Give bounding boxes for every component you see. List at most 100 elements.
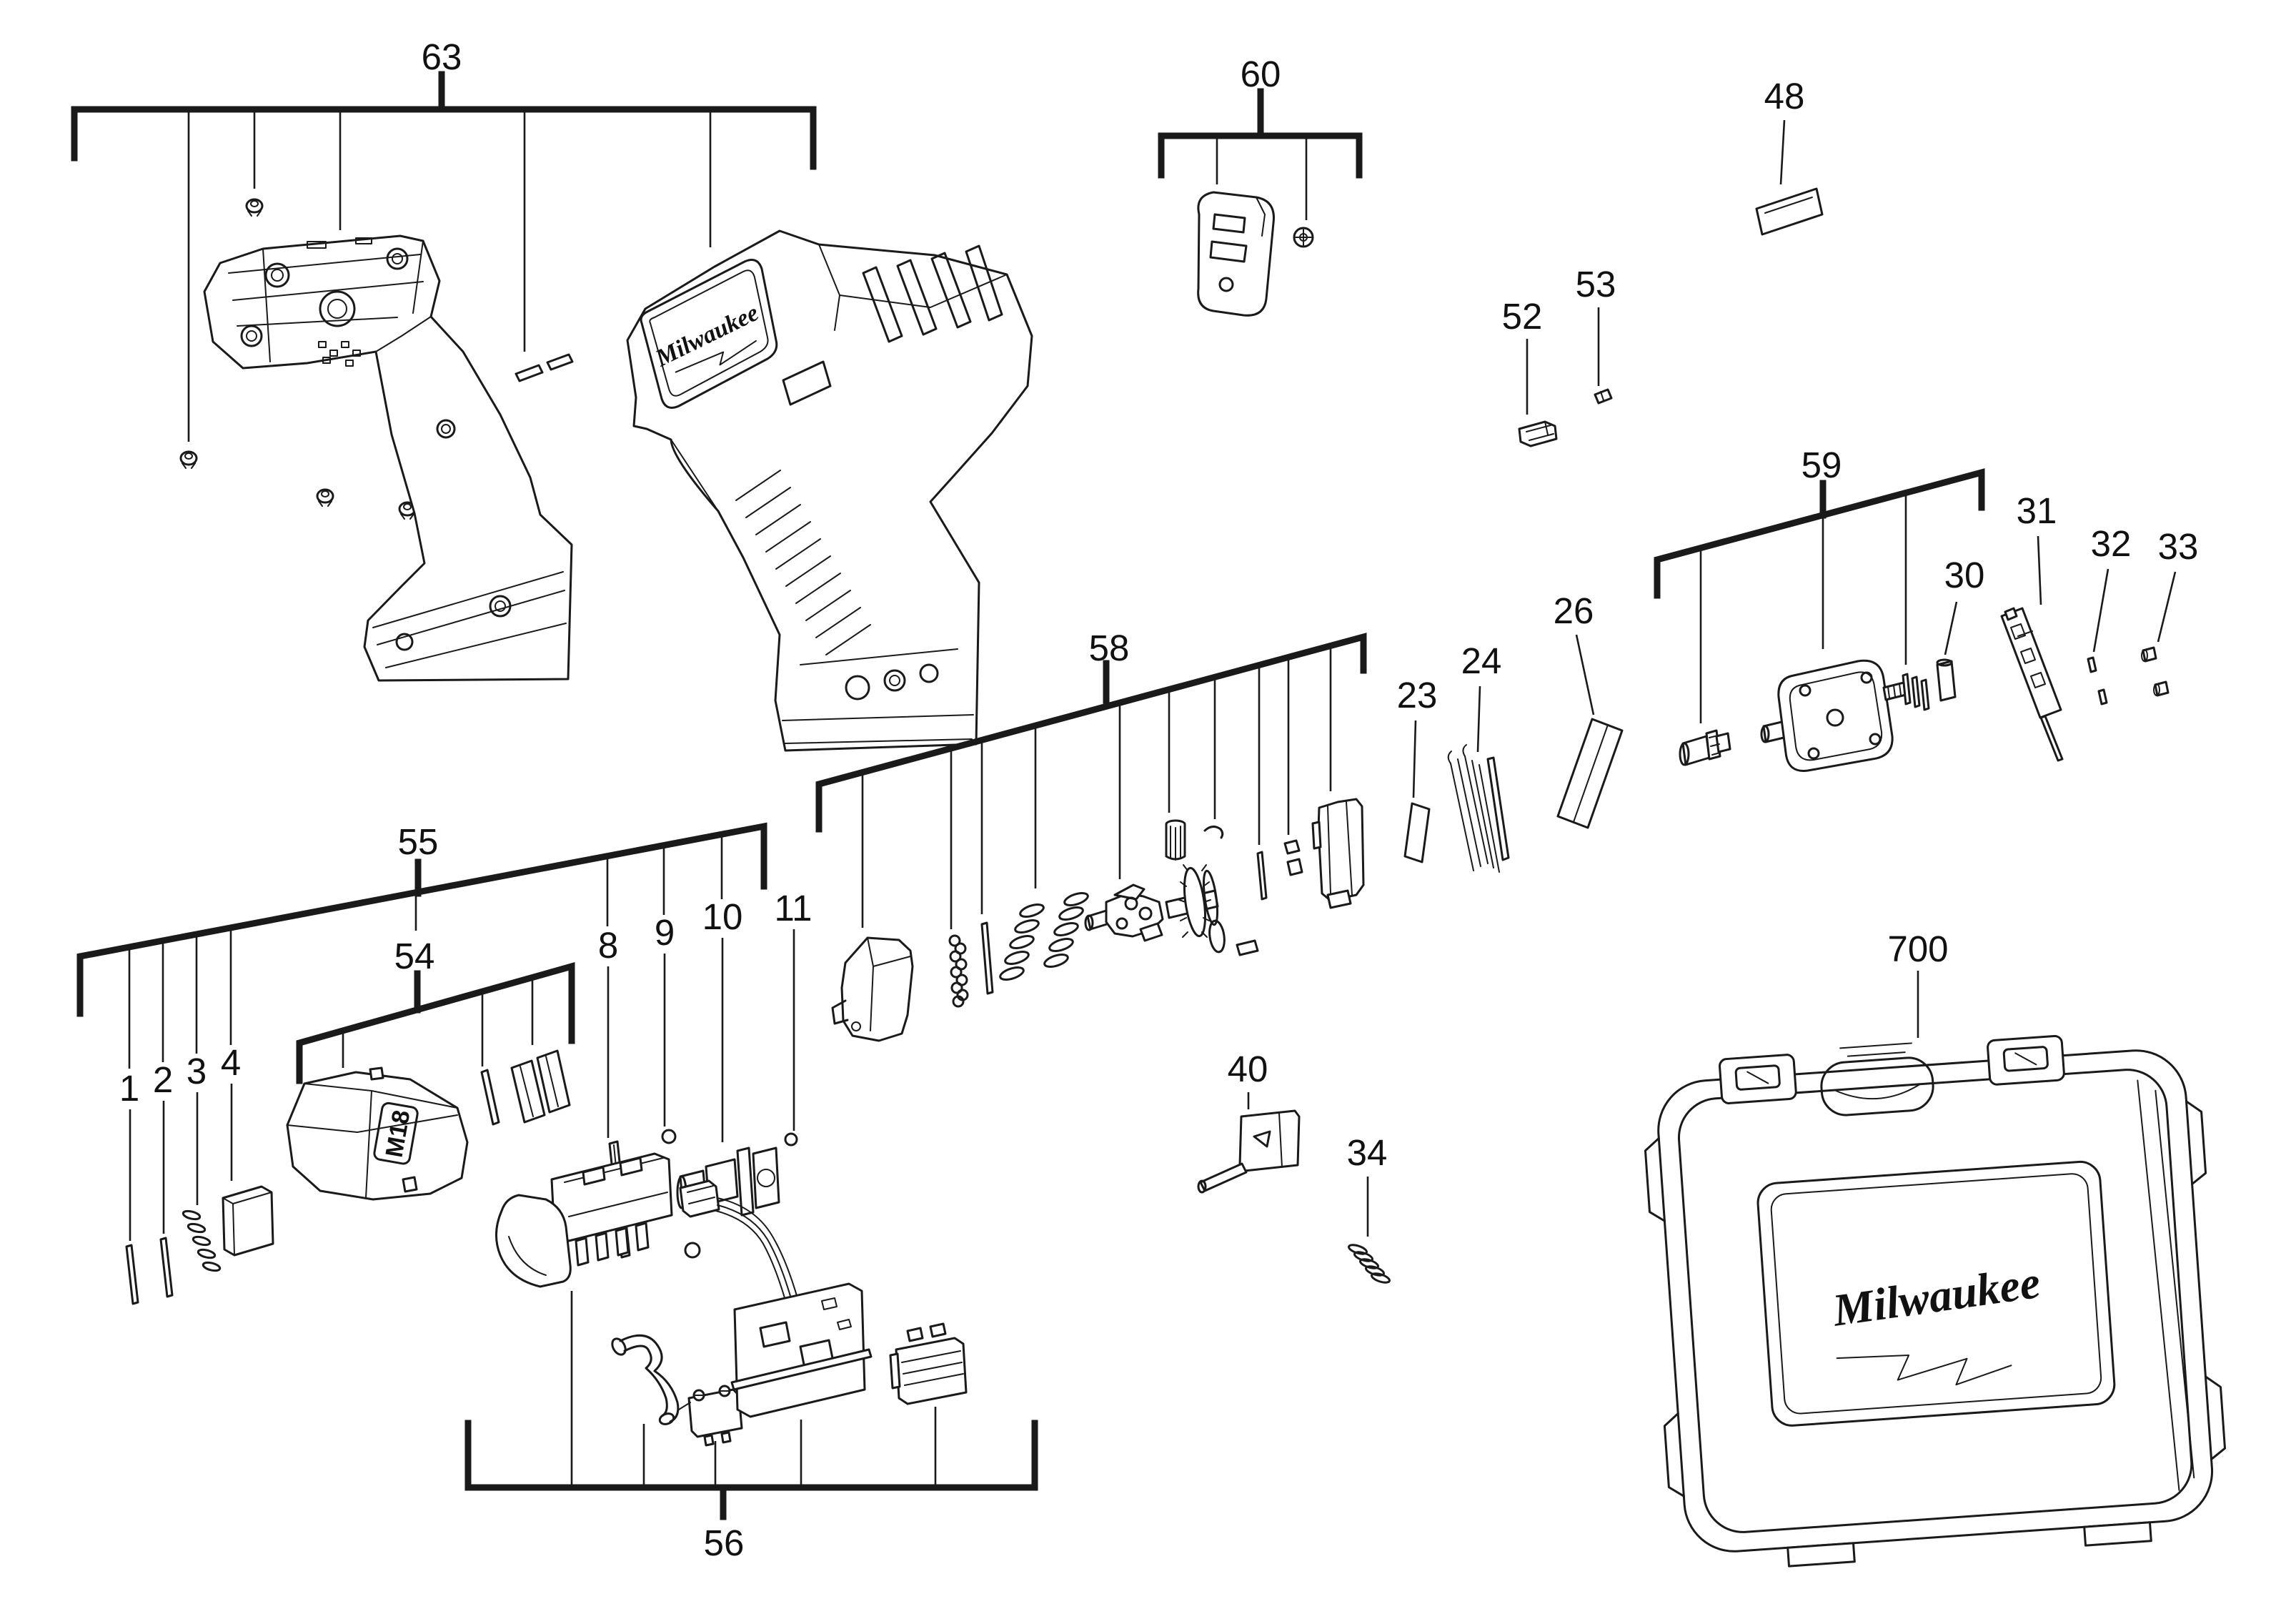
part-label-10: 10 [702,896,743,937]
belt-clip-screw [1293,227,1314,248]
housing-half-left [203,234,573,682]
part-label-2: 2 [153,1059,173,1100]
part-label-700: 700 [1887,929,1948,969]
pin-1 [125,1244,139,1305]
leader-lines-55-lower [129,929,795,1241]
detent-spring-34 [1348,1244,1391,1284]
retaining-clip-58 [1203,826,1224,839]
part-label-11: 11 [775,888,812,929]
sleeve-30 [1936,658,1957,702]
m18-gearbox-cover: M18 [286,1066,469,1201]
part-label-53: 53 [1576,264,1616,304]
o-ring-9 [661,1129,677,1144]
leader-lines-56 [570,1291,937,1487]
leader-lines-63 [187,109,712,442]
part-label-34: 34 [1347,1132,1388,1173]
motor-assembly [1760,659,1907,772]
brush-pins-30 [1902,673,1930,711]
bracket-58 [815,633,1367,833]
bracket-54 [296,962,575,1084]
part-label-59: 59 [1801,445,1842,485]
bracket-60 [1158,88,1363,179]
belt-clip [1197,191,1275,317]
motor-pinion [1679,729,1731,766]
bit-insert-pads [515,353,574,382]
part-label-40: 40 [1228,1049,1268,1089]
part-label-9: 9 [655,912,675,953]
part-label-8: 8 [598,925,618,966]
contact-clip-53 [1594,388,1613,405]
leader-lines-55-upper [128,835,723,1069]
pin-58 [980,921,994,995]
leader-lines-54 [342,978,534,1068]
part-label-23: 23 [1397,675,1438,716]
strip-23 [1403,802,1431,863]
part-label-63: 63 [422,36,462,77]
leader-26 [1575,634,1595,716]
o-ring-9b [684,1242,701,1259]
plates-54 [510,1049,571,1124]
leader-lines-58 [861,645,1332,929]
case-latch-left [1719,1054,1797,1104]
part-label-55: 55 [398,821,439,862]
anvil-58 [1084,883,1164,942]
housing-half-right: Milwaukee [626,229,1033,752]
compression-springs-58 [999,892,1089,981]
pin2-58 [1256,851,1268,901]
part-label-32: 32 [2091,523,2132,564]
cushion-block-4 [222,1185,274,1257]
label-sticker-48 [1755,187,1824,236]
o-ring-11 [784,1132,798,1147]
leader-lines-60 [1216,136,1308,220]
leader-24 [1476,685,1481,753]
carrying-case: Milwaukee [1644,1034,2227,1568]
spring-3 [182,1209,222,1272]
gasket-pin-54 [480,1069,500,1126]
part-label-54: 54 [394,936,435,976]
leader-33 [2157,571,2177,643]
part-label-52: 52 [1502,296,1543,337]
leader-32 [2092,568,2109,653]
leader-23 [1412,720,1417,798]
lead-bundle-24 [1447,744,1510,873]
micro-switch [678,1385,743,1447]
part-label-26: 26 [1554,590,1594,631]
case-latch-right [1987,1034,2065,1086]
part-label-31: 31 [2017,490,2057,531]
gear-cup-58 [1311,798,1365,909]
leader-30 [1944,601,1958,655]
led-light-pipe [611,1334,680,1425]
bracket-55 [76,822,767,1017]
part-label-3: 3 [187,1051,207,1091]
part-label-24: 24 [1461,640,1502,681]
part-label-60: 60 [1241,54,1281,94]
pcb-31 [2000,607,2064,762]
bracket-59 [1654,468,1985,599]
bracket-63 [71,71,817,170]
leader-lines-59 [1699,492,1907,723]
bracket-56 [464,1420,1038,1520]
part-label-4: 4 [221,1042,241,1083]
part-label-48: 48 [1764,76,1805,117]
wire-harness-connector [679,1179,802,1319]
clip-plate-58 [1236,939,1259,956]
spindle-gear-58 [1165,864,1226,954]
part-label-30: 30 [1944,555,1985,595]
label-strip-26 [1556,718,1624,829]
forward-reverse-button-40 [1197,1109,1301,1194]
spur-gear-58 [1165,819,1186,861]
part-label-1: 1 [119,1068,139,1109]
electronics-module [889,1322,968,1405]
screws-33 [2141,646,2170,697]
part-label-56: 56 [704,1522,745,1563]
part-label-58: 58 [1089,628,1130,668]
trigger-switch-assembly [495,1152,673,1288]
pin-2 [159,1237,174,1298]
bearing-ball-chain [948,934,969,1008]
front-gear-block [831,936,914,1042]
case-handle [1820,1042,1934,1116]
contact-clip-52 [1518,420,1558,447]
pins-32 [2087,656,2108,705]
